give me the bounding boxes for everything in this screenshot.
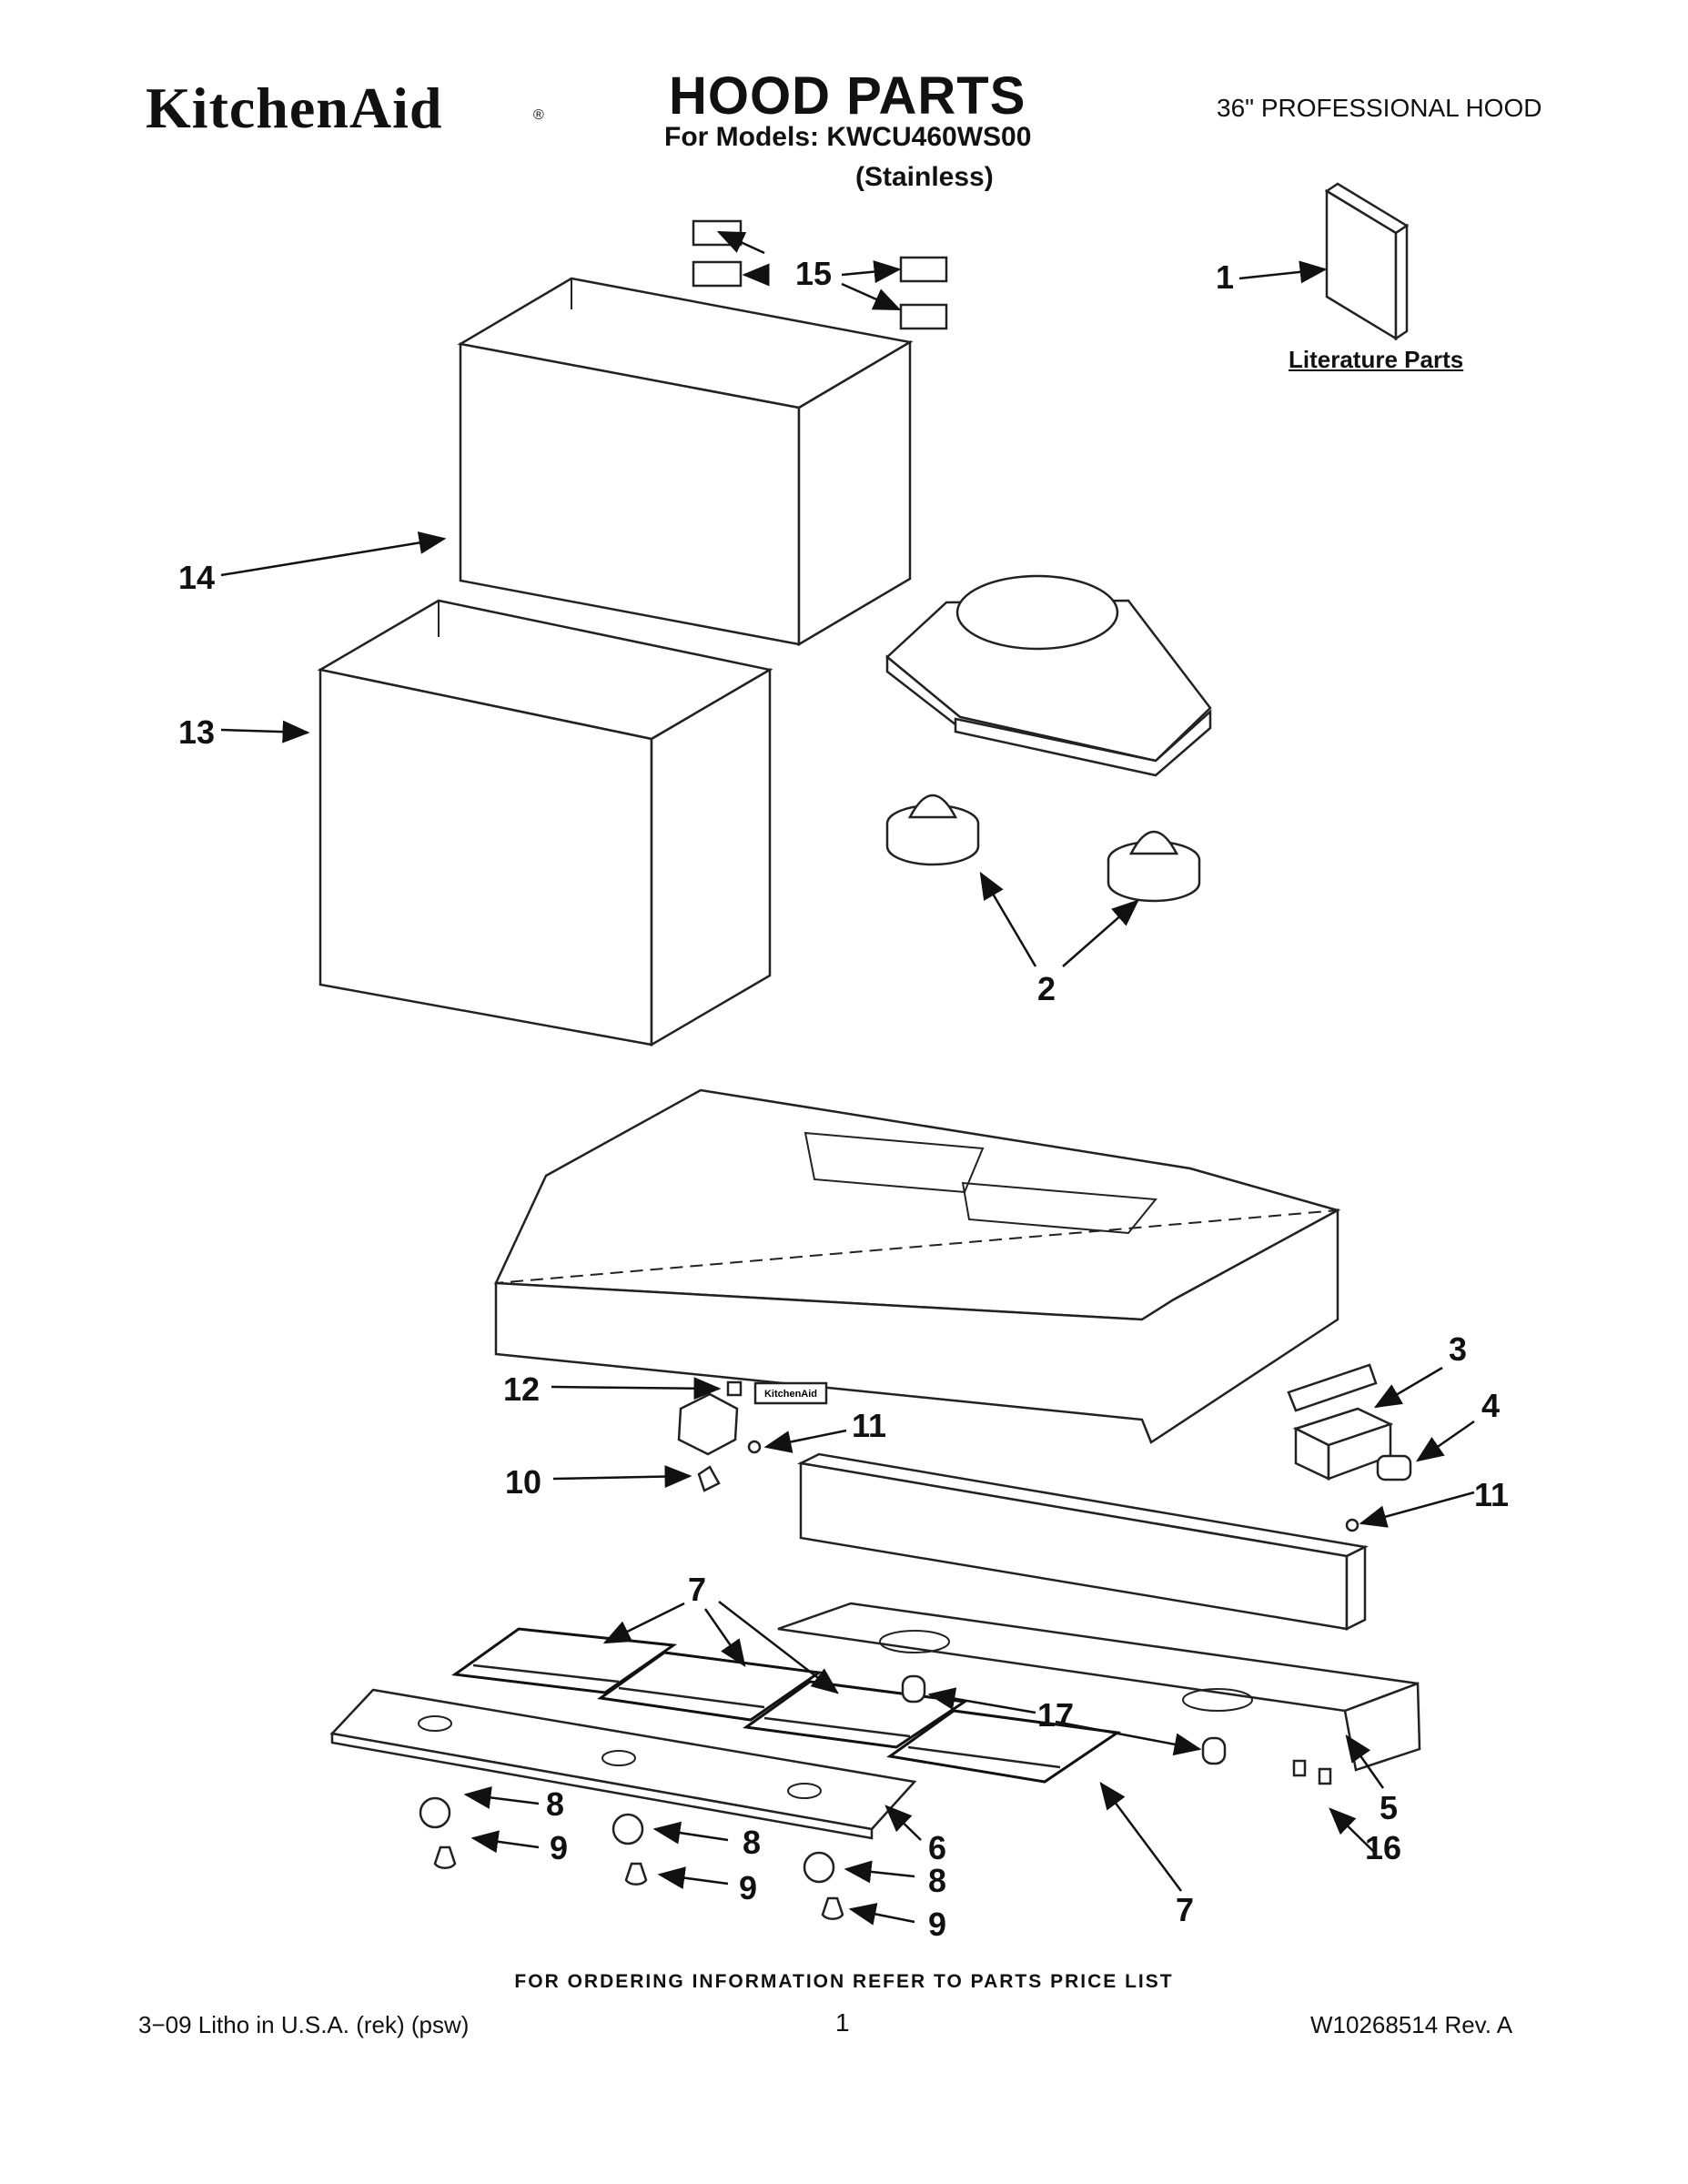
- callout-7a: 7: [688, 1571, 707, 1608]
- light-panel: [329, 1688, 917, 1840]
- callout-4: 4: [1481, 1387, 1501, 1424]
- callout-16: 16: [1365, 1829, 1402, 1866]
- ordering-note: FOR ORDERING INFORMATION REFER TO PARTS …: [514, 1971, 1174, 1992]
- callout-17: 17: [1037, 1696, 1075, 1734]
- registered-mark: ®: [533, 107, 544, 123]
- callout-8c: 8: [928, 1862, 947, 1899]
- lower-duct-cover: [317, 599, 773, 1047]
- nameplate-text: KitchenAid: [764, 1389, 817, 1400]
- small-parts-left: [677, 1380, 762, 1492]
- model-number: For Models: KWCU460WS00: [664, 122, 1032, 152]
- litho-info: 3−09 Litho in U.S.A. (rek) (psw): [138, 2011, 470, 2038]
- callout-5: 5: [1380, 1789, 1399, 1826]
- finish-label: (Stainless): [855, 162, 994, 192]
- callout-9a: 9: [550, 1829, 569, 1866]
- page-number: 1: [835, 2008, 850, 2037]
- literature-parts-label: Literature Parts: [1289, 346, 1464, 373]
- callout-leaders: [220, 230, 1475, 1926]
- callout-14: 14: [178, 559, 216, 596]
- callout-8a: 8: [546, 1785, 565, 1823]
- callout-10: 10: [505, 1463, 542, 1501]
- control-box-parts: [1287, 1363, 1412, 1532]
- document-number: W10268514 Rev. A: [1310, 2011, 1513, 2038]
- control-knobs: [901, 1674, 1227, 1765]
- callout-2: 2: [1037, 970, 1056, 1007]
- hood-body: KitchenAid: [494, 1088, 1341, 1444]
- callout-11a: 11: [852, 1407, 887, 1444]
- callout-1: 1: [1216, 258, 1235, 296]
- lamp-sockets: [419, 1796, 844, 1921]
- callout-6: 6: [928, 1829, 947, 1866]
- callout-8b: 8: [743, 1824, 762, 1861]
- literature-booklet: [1324, 182, 1410, 341]
- callout-13: 13: [178, 713, 216, 751]
- bracket-parts: [692, 219, 948, 330]
- damper-assemblies: [885, 794, 1201, 903]
- page-title: HOOD PARTS: [669, 66, 1026, 126]
- brand-logo: KitchenAid: [146, 76, 443, 140]
- product-subtitle: 36" PROFESSIONAL HOOD: [1217, 94, 1542, 122]
- callout-3: 3: [1449, 1330, 1468, 1368]
- callout-9c: 9: [928, 1906, 947, 1943]
- callout-11b: 11: [1474, 1476, 1510, 1513]
- callout-12: 12: [503, 1370, 541, 1408]
- blower-housing: [885, 574, 1212, 777]
- upper-duct-cover: [457, 277, 914, 647]
- callout-7b: 7: [1176, 1891, 1195, 1928]
- callout-9b: 9: [739, 1869, 758, 1906]
- callout-15: 15: [795, 255, 833, 292]
